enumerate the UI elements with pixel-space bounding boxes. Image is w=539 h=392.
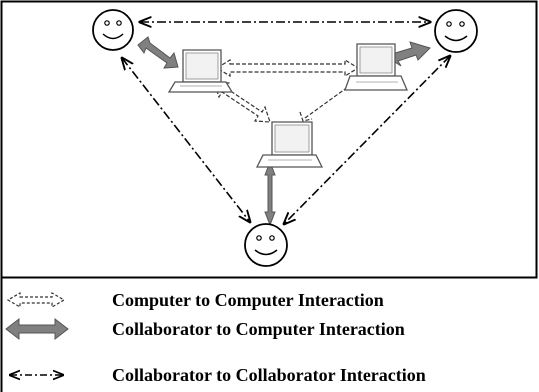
eye-right (459, 21, 465, 27)
computer-right (344, 43, 408, 91)
link-top-right-to-bottom (284, 56, 450, 224)
computer-links (213, 58, 360, 123)
smile (102, 33, 124, 40)
eye-left (256, 235, 262, 241)
laptop-base (344, 75, 408, 91)
laptop-display (359, 46, 393, 74)
collaborator-top-right (434, 9, 478, 53)
legend-label-collaborator-to-computer: Collaborator to Computer Interaction (112, 319, 405, 339)
collaborator-links (122, 22, 450, 224)
smile (444, 35, 468, 42)
legend-label-computer-to-computer: Computer to Computer Interaction (112, 290, 384, 310)
eye-left (446, 21, 452, 27)
thick-arrow-center (264, 160, 276, 227)
collaborator-top-left (92, 9, 134, 51)
legend-symbol-collaborator-computer-link (5, 317, 69, 341)
eye-right (269, 235, 275, 241)
computer-center (255, 121, 324, 168)
smiley-face-icon (434, 9, 478, 53)
thick-arrow-right (391, 41, 431, 67)
laptop-display (274, 124, 310, 153)
legend-symbol-computer-link (6, 291, 66, 309)
laptop-base (255, 154, 324, 168)
thick-arrow-left (137, 36, 179, 69)
link-top-left-to-bottom (122, 58, 250, 222)
laptop-base (167, 81, 234, 93)
legend-label-collaborator-to-collaborator: Collaborator to Collaborator Interaction (112, 365, 426, 385)
eye-right (116, 20, 122, 26)
computer-left (167, 49, 234, 93)
collaborator-computer-links (137, 36, 431, 227)
smiley-face-icon (92, 9, 134, 51)
smile (254, 249, 278, 256)
collaborator-bottom (244, 223, 288, 267)
diagram-frame (0, 0, 538, 279)
laptop-display (185, 52, 219, 80)
link-computer-left-to-right (215, 58, 360, 78)
smiley-face-icon (244, 223, 288, 267)
eye-left (104, 20, 110, 26)
link-computer-right-to-center (299, 83, 353, 122)
